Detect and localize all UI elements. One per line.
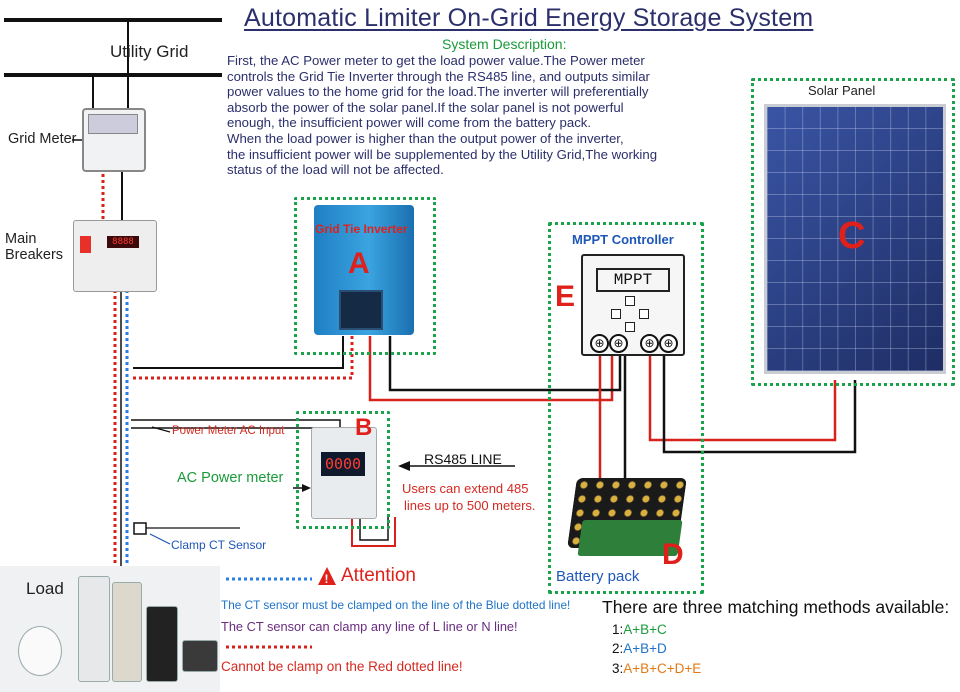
- utility-grid-label: Utility Grid: [110, 42, 189, 61]
- inverter-label: Grid Tie Inverter: [315, 222, 408, 236]
- method-number: 1:: [612, 622, 624, 637]
- methods-title: There are three matching methods availab…: [602, 597, 950, 617]
- description-line: power values to the home grid for the lo…: [227, 84, 649, 100]
- breaker-display: 8888: [107, 236, 139, 248]
- warning-triangle-icon: [318, 567, 336, 585]
- letter-d: D: [662, 538, 684, 571]
- description-line: First, the AC Power meter to get the loa…: [227, 53, 645, 68]
- load-label: Load: [26, 579, 64, 598]
- grid-meter-label: Grid Meter: [8, 131, 77, 147]
- washing-machine-icon: [18, 626, 62, 676]
- description-line: the insufficient power will be supplemen…: [227, 146, 658, 162]
- method-value: A+B+C+D+E: [623, 661, 702, 676]
- solar-panel: [764, 104, 946, 374]
- page-title: Automatic Limiter On-Grid Energy Storage…: [244, 4, 814, 32]
- clamp-ct-sensor-label: Clamp CT Sensor: [171, 538, 267, 552]
- mppt-battery-group-box: [548, 222, 704, 594]
- main-breakers-device: [73, 220, 157, 292]
- attention-line-3: Cannot be clamp on the Red dotted line!: [221, 659, 463, 674]
- attention-title: Attention: [341, 565, 416, 586]
- wine-cooler-icon: [146, 606, 178, 682]
- letter-c: C: [838, 215, 866, 257]
- mppt-button-icon: [625, 322, 635, 332]
- refrigerator-icon: [112, 582, 142, 682]
- rs485-note-1: Users can extend 485: [402, 481, 529, 496]
- description-line: status of the load will not be affected.: [227, 162, 444, 178]
- inverter-screen: [339, 290, 383, 330]
- method-value: A+B+D: [623, 641, 667, 656]
- tv-icon: [182, 640, 218, 672]
- method-number: 3:: [612, 661, 624, 676]
- terminal-icon: ⊕: [659, 334, 678, 353]
- letter-a: A: [348, 247, 370, 280]
- mppt-button-icon: [625, 296, 635, 306]
- attention-line-2: The CT sensor can clamp any line of L li…: [221, 619, 518, 634]
- letter-b: B: [355, 414, 373, 441]
- breaker-switch-icon: [80, 236, 91, 253]
- method-number: 2:: [612, 641, 624, 656]
- method-item: 3:A+B+C+D+E: [612, 661, 701, 676]
- svg-text:!: !: [325, 572, 329, 586]
- description-line: controls the Grid Tie Inverter through t…: [227, 68, 650, 84]
- refrigerator-icon: [78, 576, 110, 682]
- battery-pack-label: Battery pack: [556, 568, 640, 585]
- meter-display: 0000: [321, 452, 365, 476]
- terminal-icon: ⊕: [640, 334, 659, 353]
- description-line: enough, the insufficient power will come…: [227, 115, 592, 131]
- description-line: absorb the power of the solar panel.If t…: [227, 99, 624, 115]
- mppt-button-icon: [639, 309, 649, 319]
- attention-line-1: The CT sensor must be clamped on the lin…: [221, 598, 571, 612]
- description-line: When the load power is higher than the o…: [227, 130, 624, 146]
- description-heading: System Description:: [442, 36, 567, 52]
- main-breakers-label-2: Breakers: [5, 247, 64, 263]
- ac-power-meter-label: AC Power meter: [177, 470, 284, 486]
- description-body: First, the AC Power meter to get the loa…: [227, 53, 763, 178]
- grid-meter-counter: [88, 114, 138, 134]
- mppt-screen-label: MPPT: [596, 268, 670, 292]
- power-meter-group-box: [296, 411, 390, 529]
- terminal-icon: ⊕: [609, 334, 628, 353]
- main-breakers-label-1: Main: [5, 231, 37, 247]
- solar-panel-label: Solar Panel: [808, 83, 876, 98]
- mppt-button-icon: [611, 309, 621, 319]
- mppt-controller-label: MPPT Controller: [572, 232, 674, 247]
- inverter-group-box: [294, 197, 436, 355]
- load-image: [0, 566, 220, 692]
- power-meter-ac-input-label: Power Meter AC Input: [172, 425, 285, 437]
- terminal-icon: ⊕: [590, 334, 609, 353]
- method-value: A+B+C: [623, 622, 667, 637]
- rs485-line-label: RS485 LINE: [424, 451, 502, 467]
- method-item: 2:A+B+D: [612, 641, 667, 656]
- solar-group-box: [751, 78, 955, 386]
- letter-e: E: [555, 280, 576, 313]
- rs485-note-2: lines up to 500 meters.: [404, 498, 536, 513]
- method-item: 1:A+B+C: [612, 622, 667, 637]
